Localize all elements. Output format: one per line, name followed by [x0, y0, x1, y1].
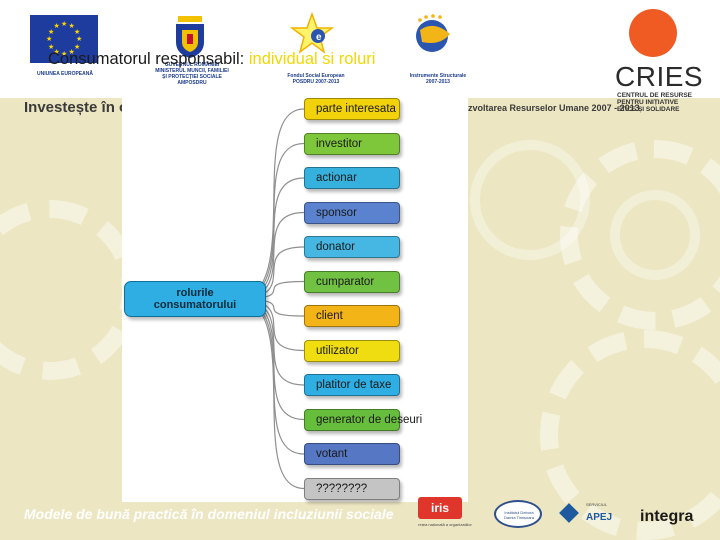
eu-star-icon: ★ — [68, 48, 75, 56]
gear-decoration-4 — [0, 200, 140, 380]
svg-text:e: e — [316, 32, 322, 43]
eu-caption: UNIUNEA EUROPEANĂ — [37, 71, 93, 77]
program-tagline: zvoltarea Resurselor Umane 2007 - 2013 — [468, 103, 640, 113]
apej-logo: SERVICIUL APEJ — [559, 500, 630, 530]
eu-star-icon: ★ — [76, 36, 83, 43]
apej-prefix: SERVICIUL — [586, 502, 608, 507]
eu-star-icon: ★ — [48, 28, 55, 36]
eu-star-icon: ★ — [53, 48, 60, 56]
apej-diamond-icon — [559, 503, 579, 523]
ministry-caption: GUVERNUL ROMÂNIEI MINISTERUL MUNCII, FAM… — [155, 62, 229, 86]
romania-crest-icon — [176, 16, 204, 58]
roles-diagram: rolurile consumatorului parte interesata… — [122, 98, 468, 502]
role-node: generator de deseuri — [304, 408, 422, 431]
iris-caption: rețea națională a organizațiilor — [418, 522, 472, 527]
slide-title: Consumatorul responsabil: individual si … — [48, 49, 375, 69]
role-node: investitor — [304, 132, 400, 155]
cries-name: CRIES — [615, 61, 704, 92]
institute-logo: Institutul Debora Damia Timișoara — [494, 500, 542, 528]
iris-mark: iris — [418, 497, 462, 519]
institute-caption: Institutul Debora Damia Timișoara — [503, 510, 534, 520]
iris-logo: iris rețea națională a organizațiilor — [414, 497, 476, 535]
integra-logo: integra — [640, 508, 694, 525]
eu-star-icon: ★ — [61, 51, 68, 58]
eu-star-icon: ★ — [53, 23, 60, 30]
role-node: utilizator — [304, 339, 400, 362]
footer-text: Modele de bună practică în domeniul incl… — [24, 506, 394, 522]
logo-band: ★★★★★★★★★★★★ UNIUNEA EUROPEANĂ GUVERNUL … — [0, 0, 720, 98]
role-node: sponsor — [304, 201, 400, 224]
eu-star-icon: ★ — [61, 21, 68, 28]
root-label: rolurile consumatorului — [153, 287, 237, 311]
title-emphasis: individual si roluri — [248, 50, 376, 68]
role-node: votant — [304, 443, 400, 465]
role-node: client — [304, 305, 400, 327]
fse-star-icon: e — [289, 12, 335, 54]
eu-star-icon: ★ — [73, 43, 81, 51]
role-node: ???????? — [304, 477, 400, 500]
connector-line — [235, 298, 305, 490]
gear-decoration-2 — [610, 190, 700, 280]
eu-star-icon: ★ — [68, 23, 75, 30]
fse-caption: Fondul Social European POSDRU 2007-2013 — [287, 73, 345, 85]
role-node: parte interesata — [304, 98, 400, 120]
connector-line — [235, 108, 305, 300]
is-caption: Instrumente Structurale 2007-2013 — [409, 73, 467, 85]
apej-name: APEJ — [586, 512, 613, 523]
role-node: actionar — [304, 167, 400, 189]
cries-description: CENTRUL DE RESURSE PENTRU INIȚIATIVE ETI… — [617, 92, 693, 113]
gear-decoration-5 — [470, 140, 590, 260]
role-node: donator — [304, 236, 400, 258]
cries-logo-icon — [629, 9, 677, 57]
title-main: Consumatorul responsabil: — [48, 50, 249, 68]
eu-star-icon: ★ — [73, 28, 81, 36]
role-node: cumparator — [304, 270, 400, 293]
root-node: rolurile consumatorului — [124, 281, 266, 317]
role-node: platitor de taxe — [304, 374, 400, 396]
invest-tagline: Investește în oam — [24, 99, 150, 116]
eu-star-icon: ★ — [48, 43, 55, 51]
eu-flag-icon: ★★★★★★★★★★★★ — [30, 15, 98, 63]
structural-instruments-icon — [416, 14, 450, 52]
eu-star-icon: ★ — [46, 36, 53, 43]
